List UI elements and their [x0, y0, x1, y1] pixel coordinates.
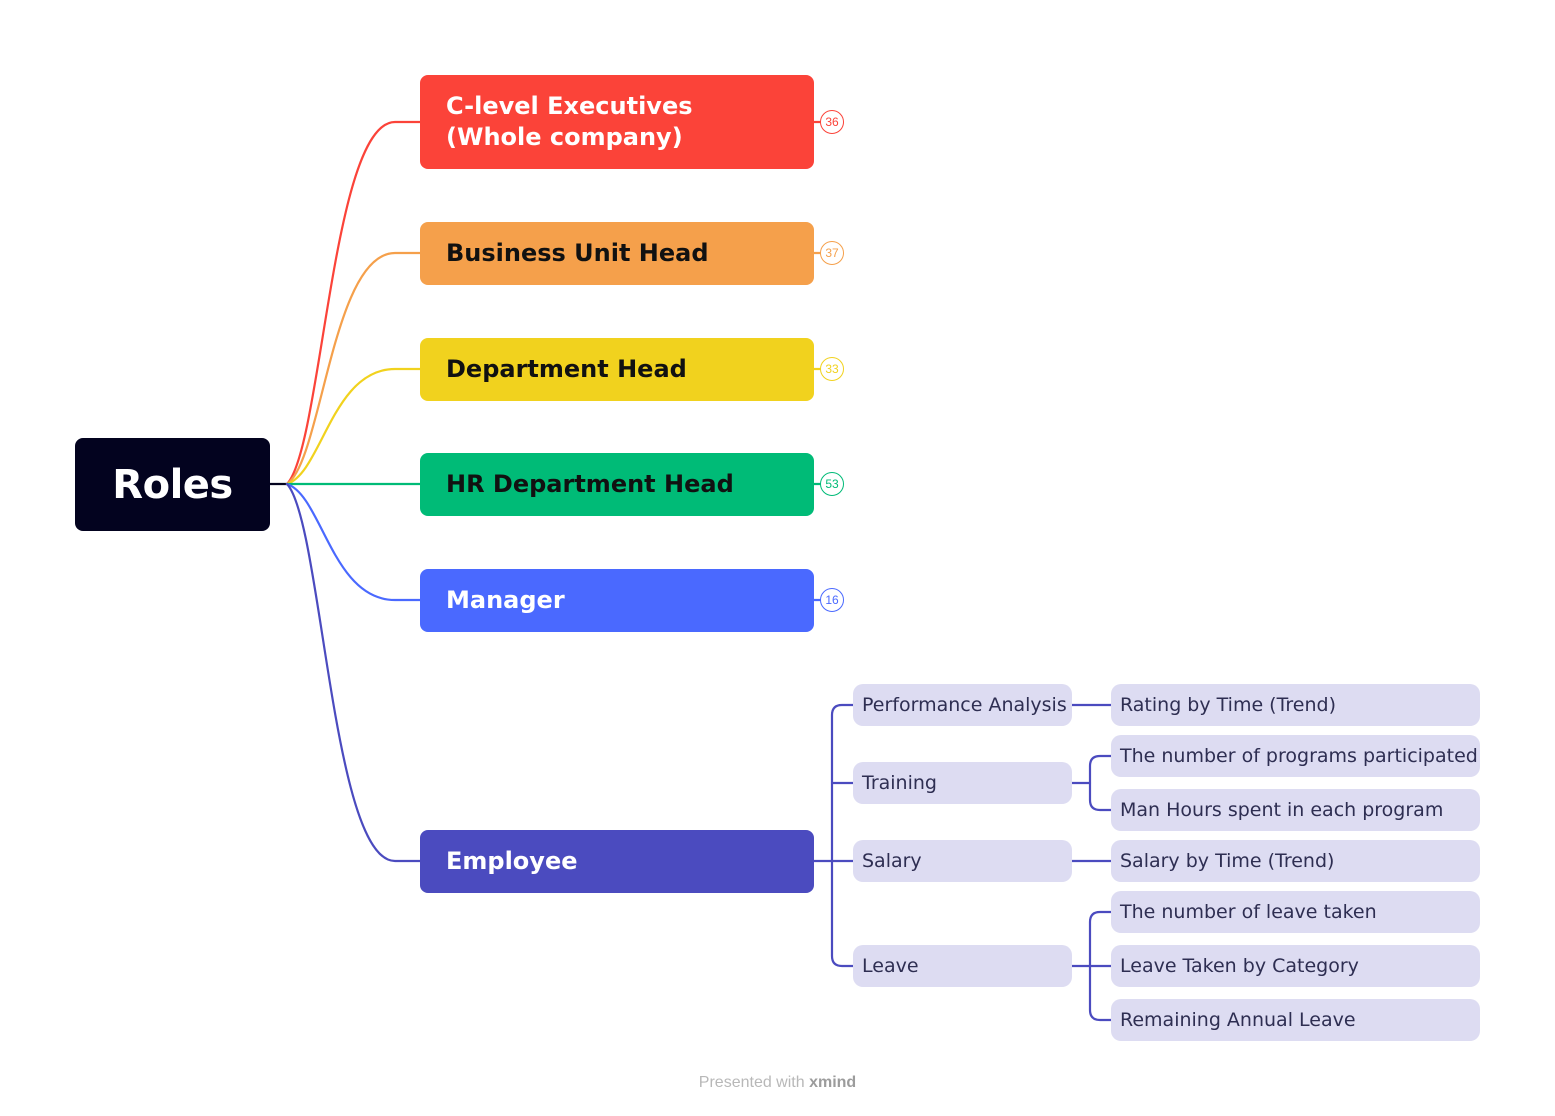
- leaf-label: Remaining Annual Leave: [1120, 1009, 1356, 1031]
- leaf-label: Leave Taken by Category: [1120, 955, 1359, 977]
- footer-presented-with: Presented with xmind: [0, 1074, 1555, 1092]
- connector-root-to-branch: [285, 482, 422, 863]
- leaf-man-hours-per-program[interactable]: Man Hours spent in each program: [1111, 789, 1480, 831]
- connector-leave-bracket: [1088, 910, 1113, 1022]
- footer-prefix: Presented with: [698, 1074, 810, 1091]
- branch-manager[interactable]: Manager: [420, 569, 814, 632]
- subtopic-label: Performance Analysis: [862, 694, 1067, 716]
- topic-count-badge[interactable]: 16: [820, 588, 844, 612]
- branch-c-level-executives[interactable]: C-level Executives (Whole company): [420, 75, 814, 169]
- connector-root-to-branch: [285, 120, 422, 486]
- branch-hr-department-head[interactable]: HR Department Head: [420, 453, 814, 516]
- leaf-number-of-leave-taken[interactable]: The number of leave taken: [1111, 891, 1480, 933]
- xmind-logo[interactable]: xmind: [809, 1074, 857, 1091]
- topic-count-badge[interactable]: 37: [820, 241, 844, 265]
- topic-count-badge[interactable]: 36: [820, 110, 844, 134]
- root-label: Roles: [112, 461, 233, 508]
- subtopic-leave[interactable]: Leave: [853, 945, 1072, 987]
- leaf-programs-participated[interactable]: The number of programs participated: [1111, 735, 1480, 777]
- topic-count-badge[interactable]: 53: [820, 472, 844, 496]
- subtopic-performance-analysis[interactable]: Performance Analysis: [853, 684, 1072, 726]
- branch-business-unit-head[interactable]: Business Unit Head: [420, 222, 814, 285]
- branch-label: Business Unit Head: [446, 239, 709, 267]
- branch-label: Employee: [446, 847, 578, 875]
- subtopic-label: Salary: [862, 850, 922, 872]
- connector-employee-bracket: [830, 703, 855, 968]
- leaf-label: The number of leave taken: [1120, 901, 1377, 923]
- branch-employee[interactable]: Employee: [420, 830, 814, 893]
- branch-label: Department Head: [446, 355, 687, 383]
- connector-training-bracket: [1088, 754, 1113, 812]
- branch-label: Manager: [446, 586, 565, 614]
- topic-count-badge[interactable]: 33: [820, 357, 844, 381]
- leaf-label: Rating by Time (Trend): [1120, 694, 1337, 716]
- subtopic-label: Training: [862, 772, 937, 794]
- connector-root-to-branch: [285, 251, 422, 486]
- leaf-label: Salary by Time (Trend): [1120, 850, 1335, 872]
- subtopic-training[interactable]: Training: [853, 762, 1072, 804]
- branch-label: HR Department Head: [446, 470, 734, 498]
- leaf-salary-by-time[interactable]: Salary by Time (Trend): [1111, 840, 1480, 882]
- leaf-label: The number of programs participated: [1120, 745, 1478, 767]
- connector-root-to-branch: [285, 367, 422, 486]
- subtopic-label: Leave: [862, 955, 919, 977]
- connector-root-to-branch: [285, 482, 422, 602]
- subtopic-salary[interactable]: Salary: [853, 840, 1072, 882]
- branch-department-head[interactable]: Department Head: [420, 338, 814, 401]
- leaf-leave-by-category[interactable]: Leave Taken by Category: [1111, 945, 1480, 987]
- branch-label: C-level Executives (Whole company): [446, 92, 693, 151]
- root-node-roles[interactable]: Roles: [75, 438, 270, 531]
- leaf-rating-by-time[interactable]: Rating by Time (Trend): [1111, 684, 1480, 726]
- leaf-label: Man Hours spent in each program: [1120, 799, 1444, 821]
- leaf-remaining-annual-leave[interactable]: Remaining Annual Leave: [1111, 999, 1480, 1041]
